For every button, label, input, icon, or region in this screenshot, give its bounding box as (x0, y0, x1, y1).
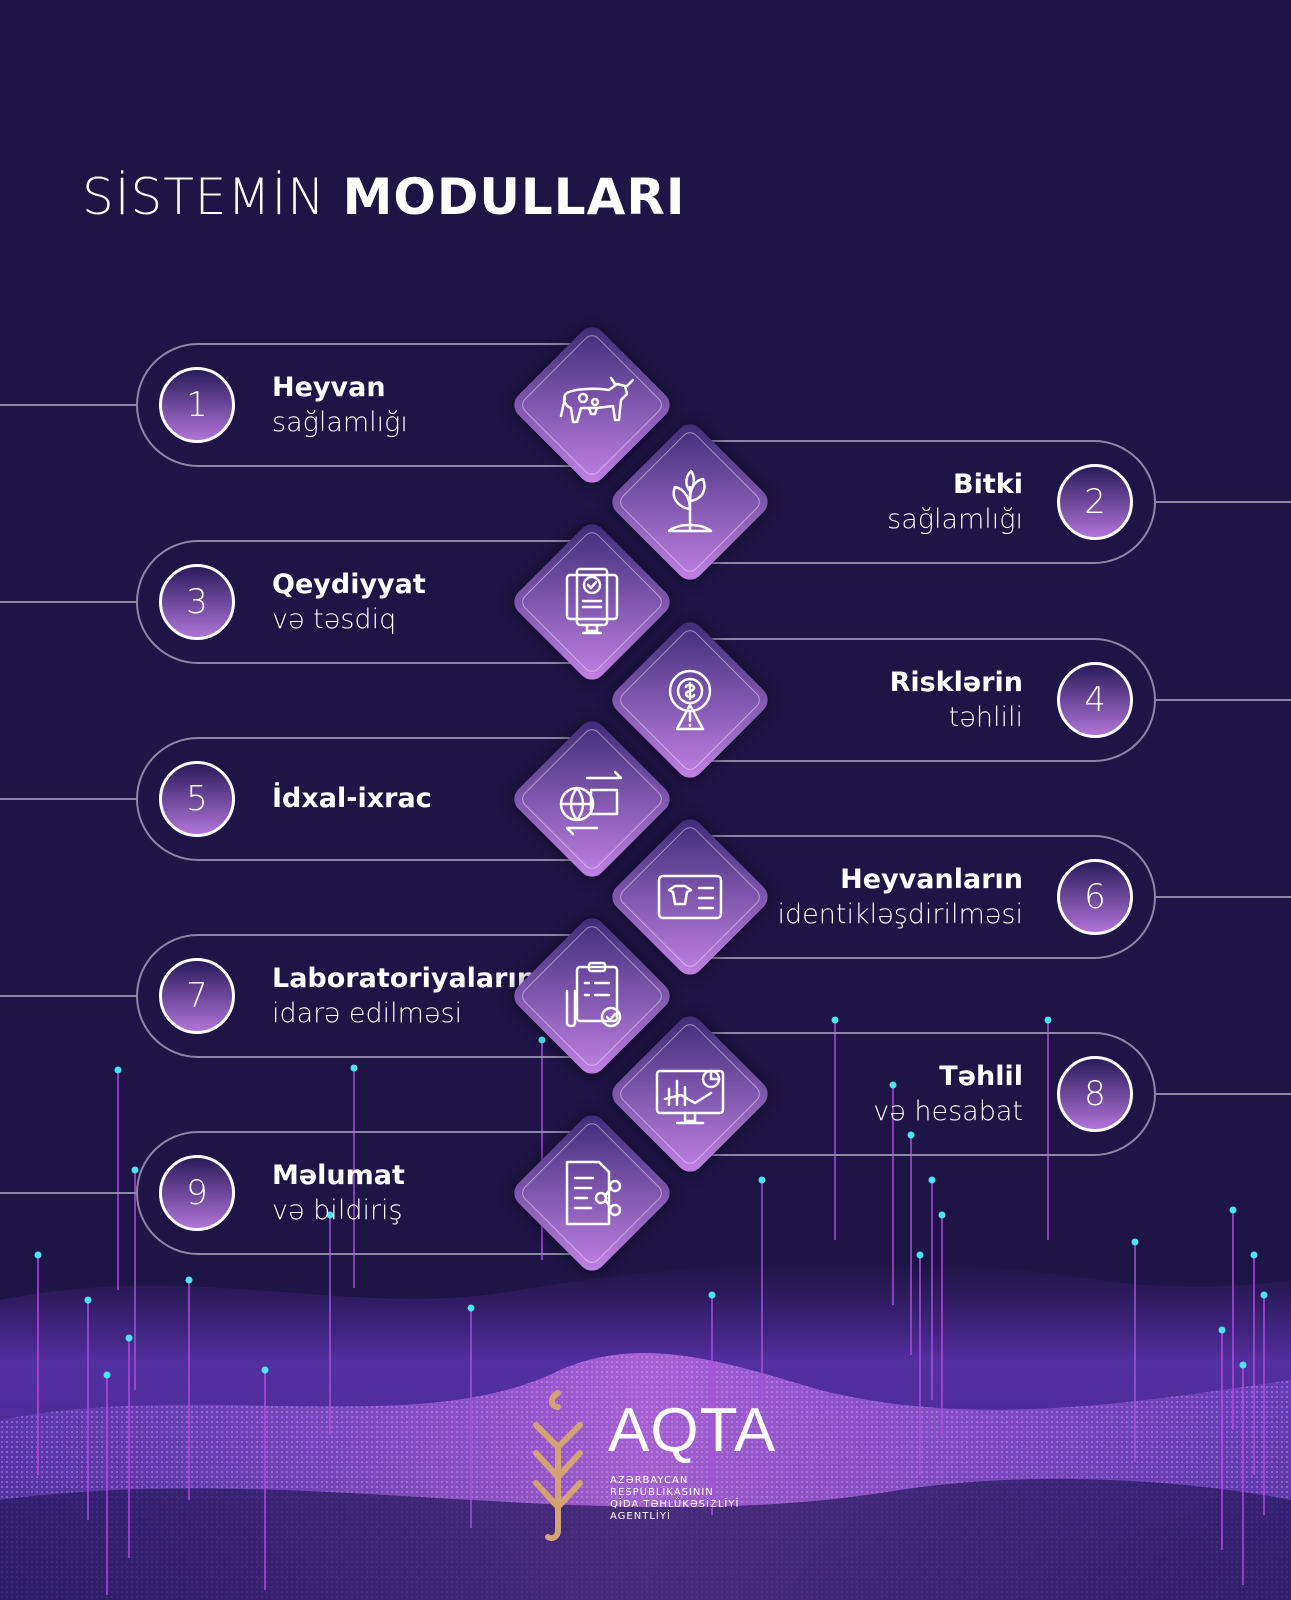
module-number-badge: 4 (1057, 662, 1133, 738)
module-number-badge: 3 (159, 564, 235, 640)
module-subtitle: və təsdiq (272, 604, 397, 635)
module-pill-8 (690, 1032, 1156, 1156)
module-pill-2 (690, 440, 1156, 564)
light-spike-dot (1131, 1238, 1139, 1246)
module-subtitle: sağlamlığı (272, 407, 408, 438)
analytics-monitor-icon (645, 1049, 735, 1139)
module-label[interactable]: Heyvan sağlamlığı (272, 370, 408, 440)
light-spike-dot (708, 1291, 716, 1299)
module-pill-4 (690, 638, 1156, 762)
light-spike-dot (125, 1334, 133, 1342)
logo-name: AQTA (608, 1396, 777, 1465)
module-title: Məlumat (272, 1160, 405, 1191)
light-spike-dot (131, 1166, 139, 1174)
connector-line (0, 1192, 136, 1194)
risk-gear-icon (645, 655, 735, 745)
connector-line (1155, 896, 1291, 898)
module-number-badge: 6 (1057, 859, 1133, 935)
light-spike-dot (114, 1066, 122, 1074)
module-label[interactable]: İdxal-ixrac (272, 781, 432, 816)
module-pill-5 (136, 737, 606, 861)
wheat-logo-icon (533, 1390, 583, 1542)
module-title: İdxal-ixrac (272, 783, 432, 814)
module-label[interactable]: Heyvanların identikləşdirilməsi (778, 862, 1024, 932)
light-spike-dot (261, 1366, 269, 1374)
module-number-badge: 1 (159, 367, 235, 443)
module-title: Heyvan (272, 372, 386, 403)
module-title: Bitki (953, 469, 1023, 500)
light-spike-dot (467, 1304, 475, 1312)
module-number-badge: 8 (1057, 1056, 1133, 1132)
light-spike-dot (1044, 1016, 1052, 1024)
title-bold: MODULLARI (342, 168, 686, 226)
light-spike-dot (84, 1296, 92, 1304)
light-spike-dot (1239, 1361, 1247, 1369)
module-label[interactable]: Laboratoriyaların idarə edilməsi (272, 961, 536, 1031)
module-subtitle: və hesabat (873, 1096, 1023, 1127)
document-share-icon (547, 1148, 637, 1238)
light-spike-dot (1260, 1291, 1268, 1299)
module-label[interactable]: Qeydiyyat və təsdiq (272, 567, 426, 637)
module-pill-1 (136, 343, 606, 467)
lab-clipboard-icon (547, 951, 637, 1041)
module-subtitle: idarə edilməsi (272, 998, 463, 1029)
cow-icon (547, 360, 637, 450)
light-spike-dot (538, 1036, 546, 1044)
light-spike-dot (831, 1016, 839, 1024)
light-spike-dot (1218, 1326, 1226, 1334)
globe-trade-icon (547, 754, 637, 844)
light-spike-dot (1250, 1251, 1258, 1259)
connector-line (0, 601, 136, 603)
light-spike-dot (928, 1176, 936, 1184)
module-subtitle: və bildiriş (272, 1195, 403, 1226)
module-title: Heyvanların (840, 864, 1023, 895)
connector-line (0, 995, 136, 997)
module-number-badge: 5 (159, 761, 235, 837)
connector-line (1155, 501, 1291, 503)
connector-line (0, 404, 136, 406)
module-title: Risklərin (889, 667, 1023, 698)
light-spike-dot (103, 1371, 111, 1379)
light-spike-dot (758, 1176, 766, 1184)
certificate-monitor-icon (547, 557, 637, 647)
logo-sub-line: QİDA TƏHLÜKƏSİZLİYİ (610, 1499, 740, 1510)
module-subtitle: sağlamlığı (887, 504, 1023, 535)
module-pill-7 (136, 934, 606, 1058)
module-pill-6 (690, 835, 1156, 959)
logo-sub-line: RESPUBLİKASININ (610, 1487, 714, 1498)
module-title: Təhlil (939, 1061, 1023, 1092)
light-spike-dot (907, 1131, 915, 1139)
plant-icon (645, 457, 735, 547)
light-spike-dot (326, 1211, 334, 1219)
light-spike-dot (889, 1081, 897, 1089)
module-subtitle: təhlili (948, 702, 1023, 733)
title-light: SİSTEMİN (82, 168, 326, 226)
connector-line (0, 798, 136, 800)
module-pill-3 (136, 540, 606, 664)
module-title: Laboratoriyaların (272, 963, 536, 994)
light-spike-dot (185, 1276, 193, 1284)
module-number-badge: 2 (1057, 464, 1133, 540)
page-title: SİSTEMİN MODULLARI (82, 168, 685, 226)
light-spike-dot (938, 1211, 946, 1219)
module-subtitle: identikləşdirilməsi (777, 899, 1024, 930)
module-pill-9 (136, 1131, 606, 1255)
module-label[interactable]: Məlumat və bildiriş (272, 1158, 405, 1228)
logo-sub-line: AGENTLİYİ (610, 1511, 671, 1522)
light-spike-dot (34, 1251, 42, 1259)
animal-id-card-icon (645, 852, 735, 942)
logo-sub-line: AZƏRBAYCAN (610, 1475, 689, 1486)
module-number-badge: 7 (159, 958, 235, 1034)
module-number-badge: 9 (159, 1155, 235, 1231)
light-spike-dot (1229, 1206, 1237, 1214)
connector-line (1155, 699, 1291, 701)
module-title: Qeydiyyat (272, 569, 426, 600)
module-label[interactable]: Bitki sağlamlığı (887, 467, 1023, 537)
module-label[interactable]: Təhlil və hesabat (873, 1059, 1023, 1129)
logo-subtitle: AZƏRBAYCAN RESPUBLİKASININ QİDA TƏHLÜKƏS… (610, 1475, 739, 1523)
module-label[interactable]: Risklərin təhlili (890, 665, 1023, 735)
light-spike-dot (350, 1064, 358, 1072)
light-spike-dot (916, 1251, 924, 1259)
connector-line (1155, 1093, 1291, 1095)
